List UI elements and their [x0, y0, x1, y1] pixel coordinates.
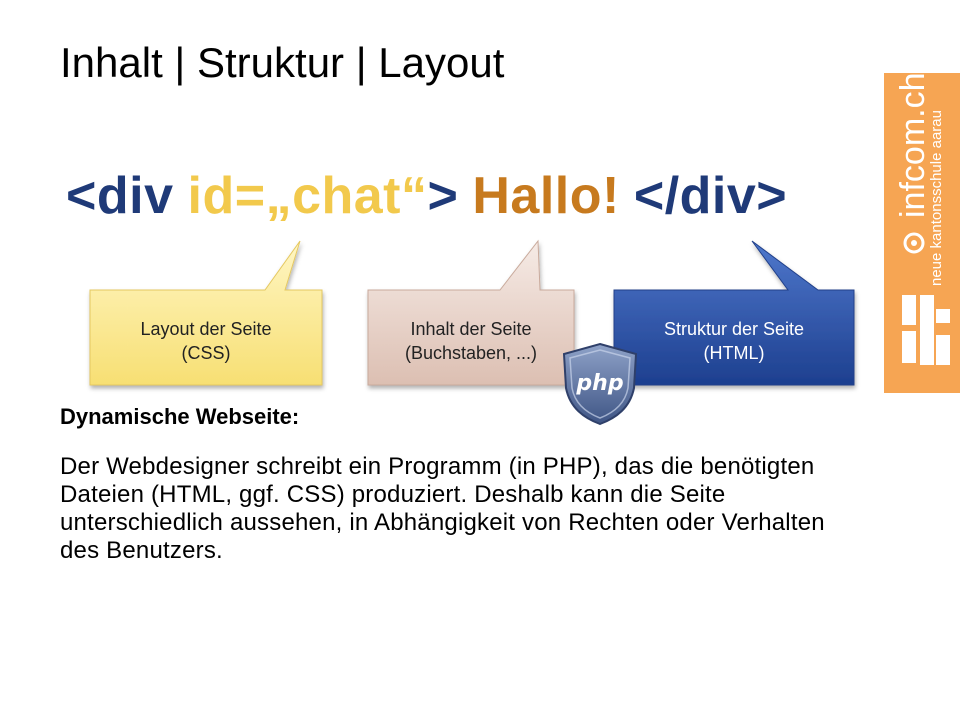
section-body: Der Webdesigner schreibt ein Programm (i… — [60, 453, 825, 564]
callout-content-shape — [367, 239, 575, 386]
infcom-logo — [884, 73, 960, 393]
logo-sub-text: neue kantonsschule aarau — [928, 110, 945, 286]
callout-content-line2: (Buchstaben, ...) — [404, 343, 538, 363]
callout-css-line1: Layout der Seite — [140, 318, 272, 339]
callout-content: Inhalt der Seite (Buchstaben, ...) — [368, 306, 574, 376]
code-end-tag: </div> — [633, 167, 788, 225]
code-open-tag: <div — [66, 167, 174, 225]
section-heading: Dynamische Webseite: — [60, 404, 300, 429]
code-close-bracket: > — [427, 167, 459, 225]
callout-html-line1: Struktur der Seite — [663, 318, 805, 339]
callout-html-shape — [613, 240, 855, 386]
php-badge-label: php — [575, 371, 623, 396]
slide-title: Inhalt | Struktur | Layout — [60, 39, 505, 86]
callout-content-line1: Inhalt der Seite — [410, 318, 532, 339]
php-shield-icon: php — [562, 342, 638, 426]
callout-html-line2: (HTML) — [703, 343, 765, 363]
callout-css-line2: (CSS) — [181, 343, 231, 363]
code-attribute: id=„chat“ — [187, 167, 428, 225]
code-content: Hallo! — [472, 167, 620, 225]
callout-html: Struktur der Seite (HTML) — [614, 306, 854, 376]
callout-css-shape — [89, 240, 323, 386]
callout-css: Layout der Seite (CSS) — [90, 306, 322, 376]
logo-mark-icon — [902, 232, 950, 365]
